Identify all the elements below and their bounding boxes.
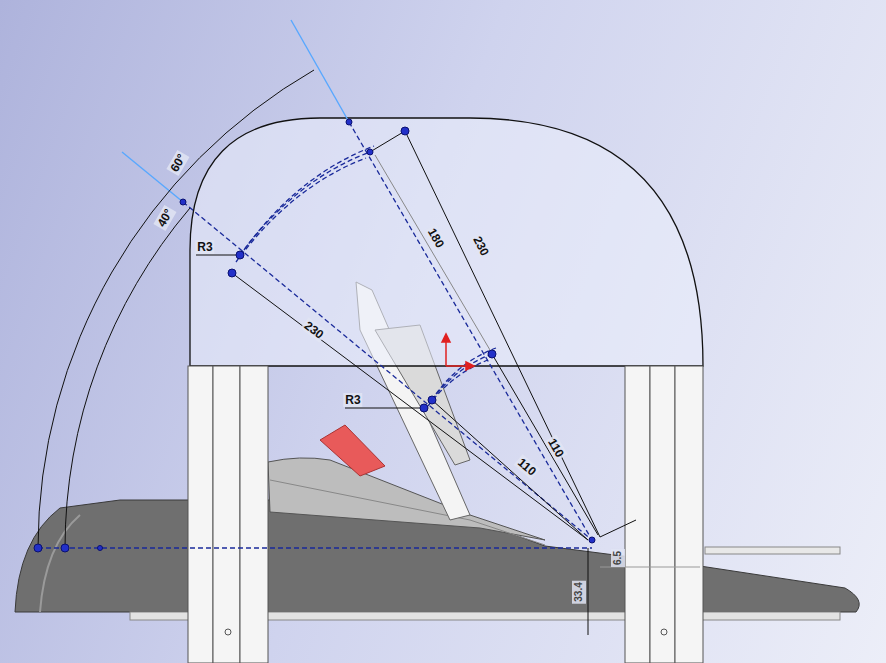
dimension-label: 60° [166,150,189,176]
dimension-label: 230 [469,232,492,260]
origin-marker [442,334,474,370]
dimension-label: 230 [300,317,328,343]
body-line [270,480,545,545]
sketch-line [38,122,592,548]
canopy-outline [190,118,703,366]
car-body [268,458,545,540]
dimension-label: 180 [424,224,448,252]
frame-post [188,366,703,663]
base-edge [40,515,80,612]
dimension-line [38,70,636,635]
ray-line [122,20,349,202]
dimension-line [375,155,490,350]
red-part [320,425,385,476]
dimension-label: R3 [343,393,362,407]
dimension-label: 110 [544,434,568,461]
side-plate [705,547,840,554]
dimension-label: 40° [153,205,176,231]
sketch-point [34,119,595,552]
dimension-label: 6.5 [611,549,625,567]
dimension-label: 33.4 [572,580,586,603]
dimension-label: R3 [195,240,214,254]
dimension-label: 110 [514,454,541,480]
